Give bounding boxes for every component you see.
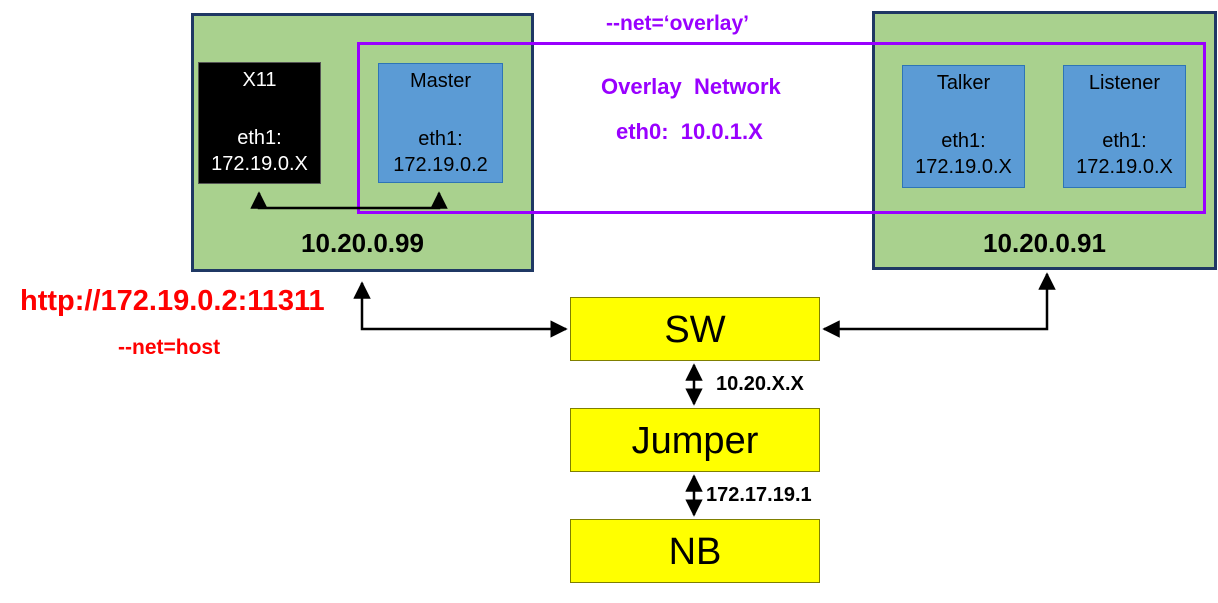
container-x11-eth-label: eth1: xyxy=(237,127,282,149)
jumper-label: Jumper xyxy=(631,420,759,462)
jumper-box: Jumper xyxy=(570,408,820,472)
container-talker: Talker eth1: 172.19.0.X xyxy=(902,65,1025,188)
overlay-network-box xyxy=(357,42,1206,214)
overlay-title: Overlay Network xyxy=(601,74,781,99)
container-x11-eth: eth1: 172.19.0.X xyxy=(199,125,320,177)
master-url: http://172.19.0.2:11311 xyxy=(20,285,325,317)
container-master-name: Master xyxy=(409,70,472,92)
host-right-ip: 10.20.0.91 xyxy=(983,228,1106,258)
overlay-flag: --net=‘overlay’ xyxy=(606,12,749,35)
container-master: Master eth1: 172.19.0.2 xyxy=(378,63,503,183)
host-net-flag: --net=host xyxy=(118,336,221,359)
link-label-jumper-nb: 172.17.19.1 xyxy=(706,484,812,506)
container-talker-name: Talker xyxy=(936,72,991,94)
overlay-eth0: eth0: 10.0.1.X xyxy=(616,119,763,144)
container-talker-eth-ip: 172.19.0.X xyxy=(915,156,1012,178)
link-label-sw-jumper: 10.20.X.X xyxy=(716,373,804,395)
switch-label: SW xyxy=(664,309,726,351)
container-master-eth-label: eth1: xyxy=(418,128,463,150)
container-listener-eth-label: eth1: xyxy=(1102,130,1147,152)
container-listener-eth: eth1: 172.19.0.X xyxy=(1064,128,1185,180)
container-x11-name: X11 xyxy=(242,69,277,91)
container-x11: X11 eth1: 172.19.0.X xyxy=(198,62,321,184)
container-listener-eth-ip: 172.19.0.X xyxy=(1076,156,1173,178)
container-master-eth-ip: 172.19.0.2 xyxy=(393,154,488,176)
switch-right-host-link xyxy=(822,272,1056,338)
container-x11-eth-ip: 172.19.0.X xyxy=(211,153,308,175)
container-talker-eth-label: eth1: xyxy=(941,130,986,152)
container-master-eth: eth1: 172.19.0.2 xyxy=(379,126,502,178)
container-talker-eth: eth1: 172.19.0.X xyxy=(903,128,1024,180)
nb-label: NB xyxy=(668,531,722,573)
x11-master-link xyxy=(250,191,448,210)
nb-box: NB xyxy=(570,519,820,583)
container-listener-name: Listener xyxy=(1088,72,1161,94)
left-host-switch-link xyxy=(353,281,568,338)
container-listener: Listener eth1: 172.19.0.X xyxy=(1063,65,1186,188)
switch-box: SW xyxy=(570,297,820,361)
host-left-ip: 10.20.0.99 xyxy=(301,228,424,258)
